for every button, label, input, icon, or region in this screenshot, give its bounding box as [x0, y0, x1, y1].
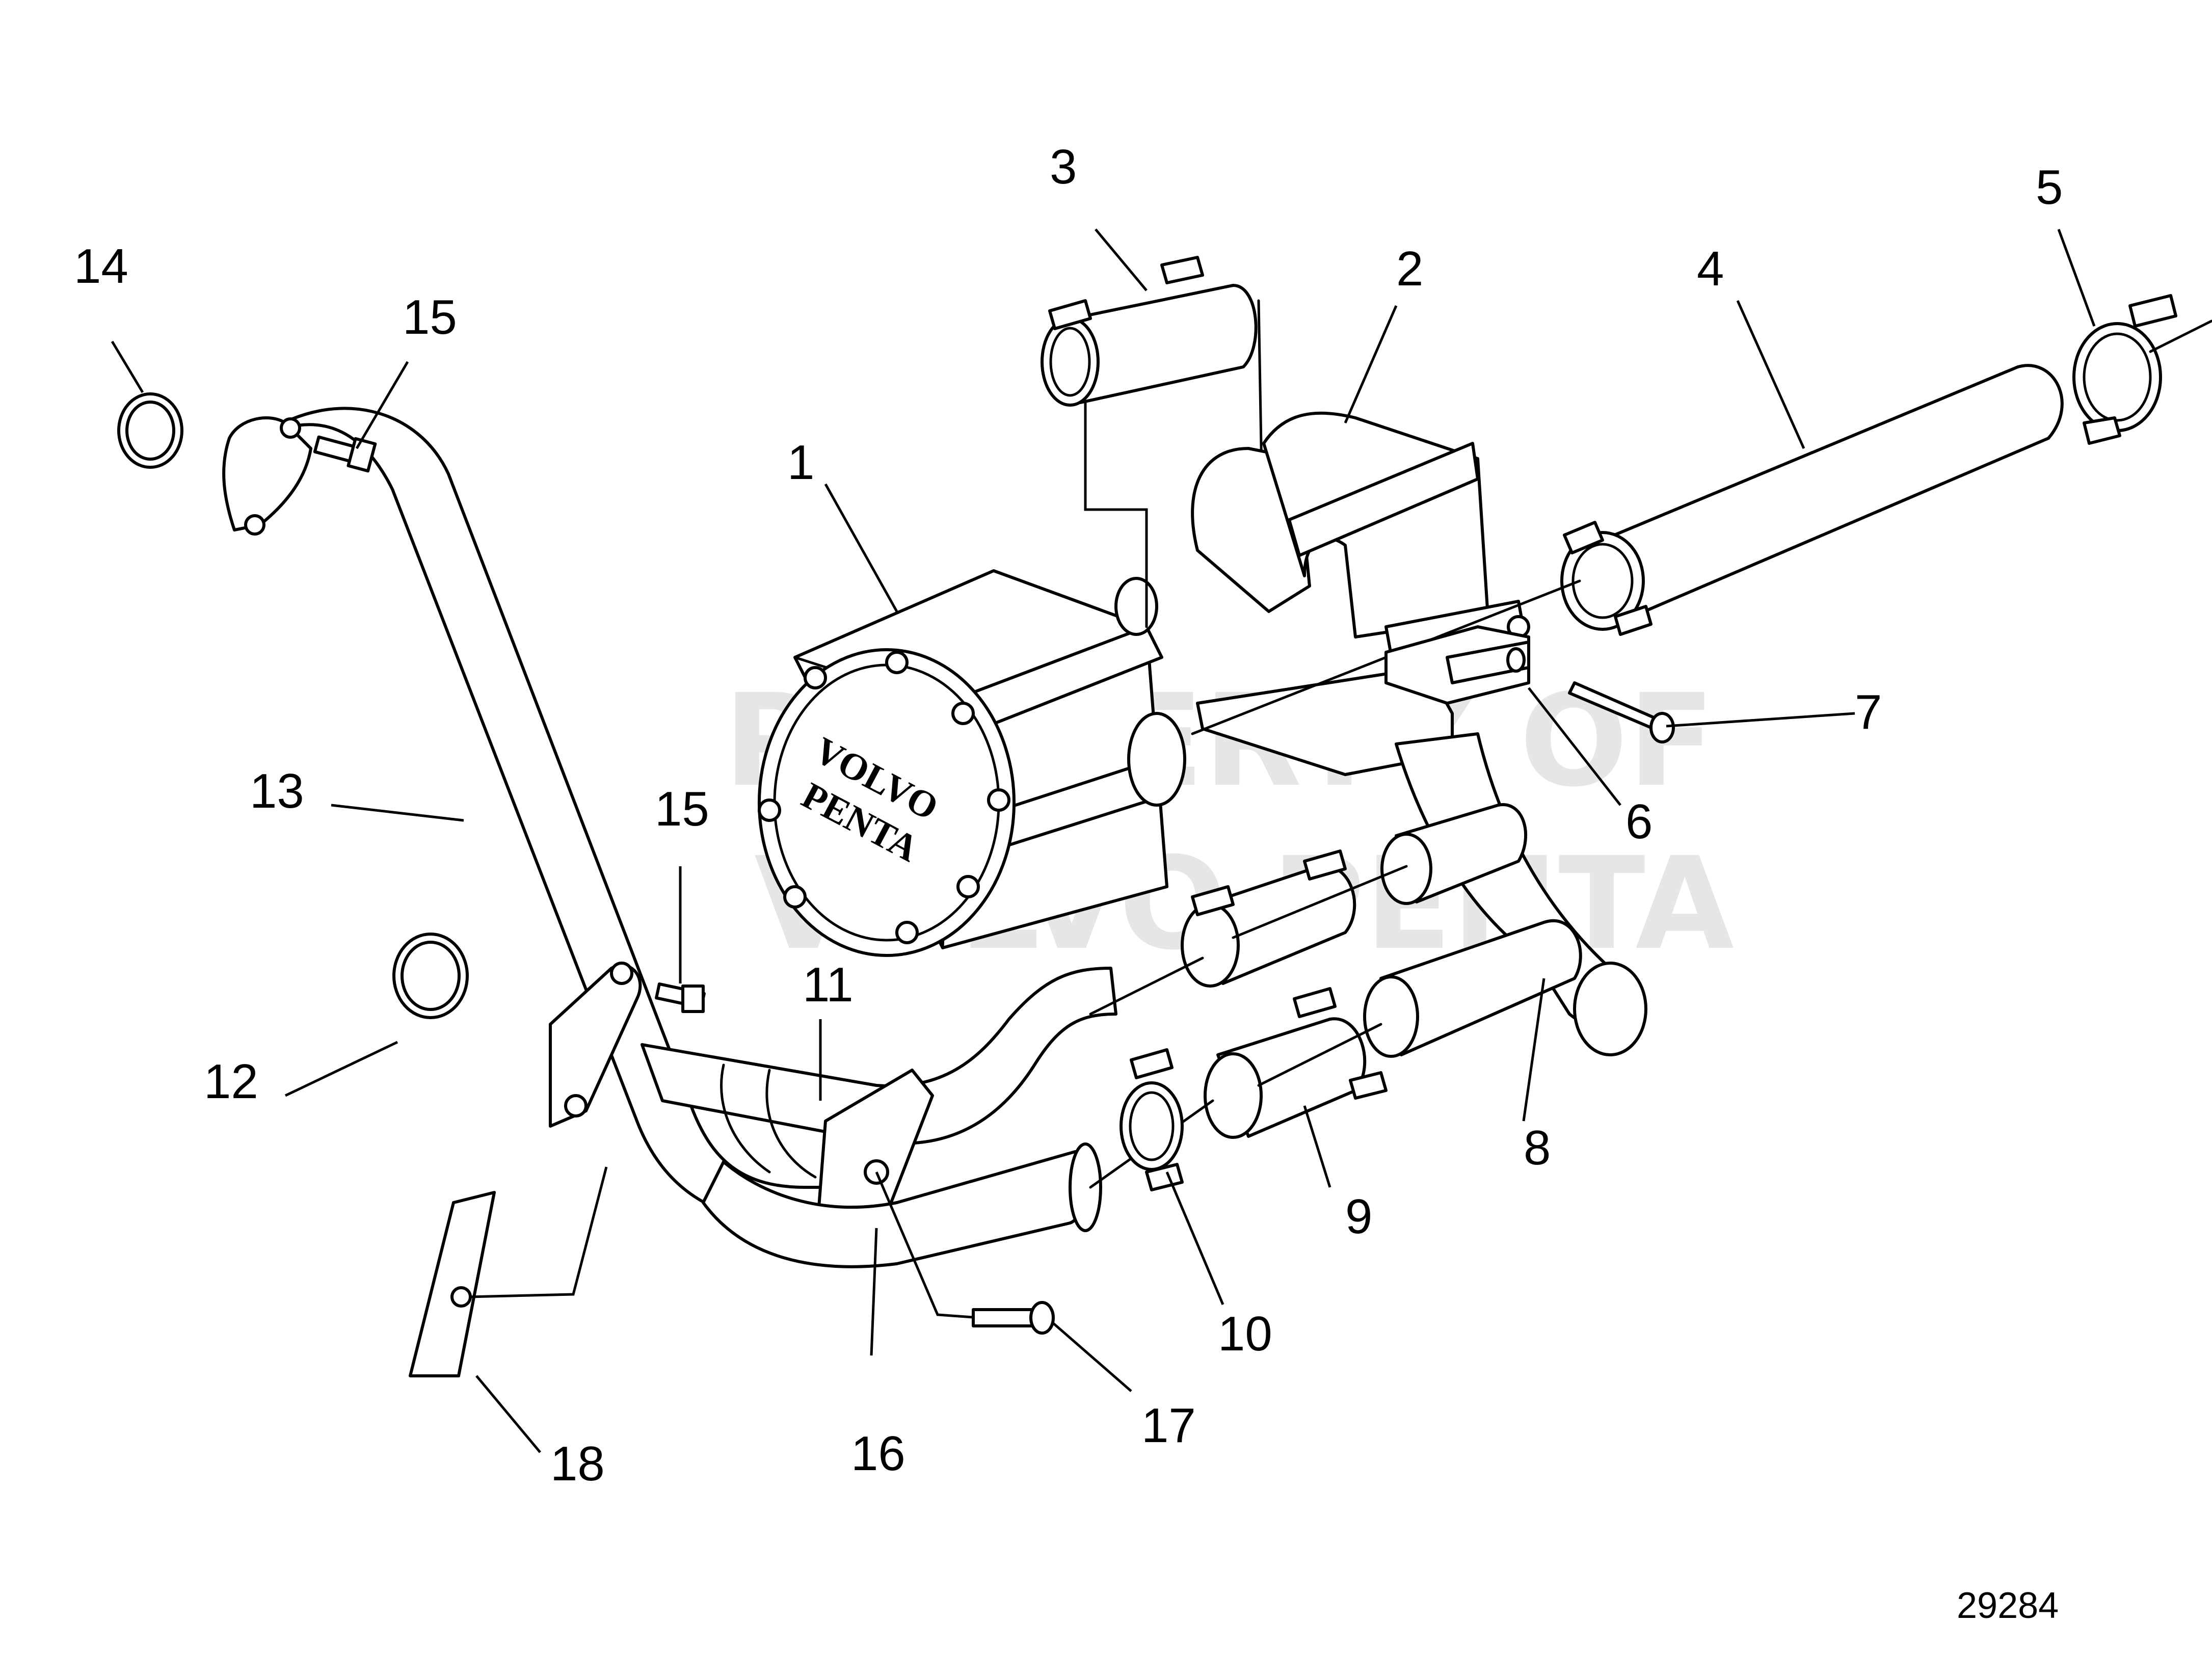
callout-2: 2 [1396, 242, 1423, 296]
callout-8: 8 [1524, 1121, 1551, 1175]
part-1-heat-exchanger: VOLVO PENTA [758, 569, 1186, 957]
part-9-coupling [1089, 849, 1408, 1189]
callout-16: 16 [851, 1426, 905, 1481]
part-12-o-ring [392, 933, 469, 1019]
part-4-hose [1191, 364, 2064, 735]
part-7-bolt [1568, 681, 1675, 743]
callout-6: 6 [1625, 794, 1653, 849]
callouts: 1 2 3 4 5 6 7 8 9 10 11 12 13 14 15 15 1… [74, 140, 2063, 1491]
part-16-lower-pipe [702, 1142, 1102, 1268]
callout-1: 1 [787, 435, 814, 490]
part-14-o-ring [117, 392, 183, 469]
callout-9: 9 [1345, 1189, 1372, 1244]
callout-17: 17 [1141, 1398, 1196, 1453]
callout-5: 5 [2036, 160, 2063, 215]
part-17-bolt [972, 1301, 1055, 1335]
callout-7: 7 [1855, 685, 1882, 739]
part-6-split-bracket [1384, 625, 1530, 705]
part-8-hose [1363, 803, 1582, 1058]
part-11-hose [641, 967, 1117, 1179]
figure-number: 29284 [1957, 1585, 2059, 1626]
callout-3: 3 [1050, 140, 1077, 194]
callout-4: 4 [1697, 242, 1724, 296]
part-18-mount-plate [409, 1191, 496, 1377]
lower-flange [549, 962, 642, 1128]
callout-15-lower: 15 [655, 782, 709, 836]
callout-13: 13 [250, 764, 304, 818]
part-14-flange [222, 416, 312, 536]
part-3-hose [1041, 256, 1265, 628]
callout-12: 12 [204, 1054, 258, 1109]
part-10-clamp [1120, 1048, 1184, 1191]
part-15-bolt-lower [655, 982, 706, 1013]
leader-lines [111, 228, 2096, 1453]
callout-14: 14 [74, 239, 128, 294]
part-15-bolt-upper [313, 435, 377, 473]
callout-18: 18 [550, 1436, 605, 1491]
part-5-clamp [2072, 294, 2212, 445]
callout-15-upper: 15 [403, 290, 457, 344]
callout-10: 10 [1218, 1307, 1272, 1361]
callout-11: 11 [803, 957, 854, 1012]
